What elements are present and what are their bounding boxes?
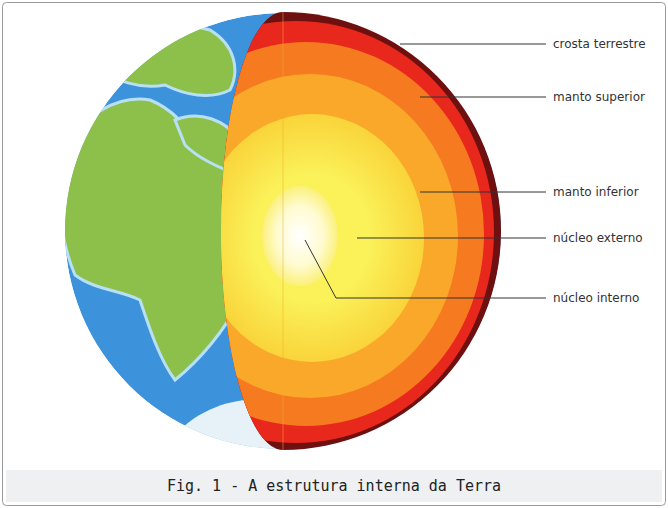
- leader-lines: [305, 44, 546, 298]
- layer-label: núcleo interno: [552, 290, 640, 306]
- layer-label: crosta terrestre: [552, 36, 647, 52]
- caption-band: [6, 470, 662, 502]
- globe: [58, 13, 501, 460]
- figure-caption: Fig. 1 - A estrutura interna da Terra: [6, 472, 662, 500]
- layer-label: manto superior: [552, 89, 646, 105]
- frame: [3, 3, 666, 506]
- layer-label: núcleo externo: [552, 230, 644, 246]
- layer-label: manto inferior: [552, 184, 640, 200]
- cross-section: [98, 12, 501, 450]
